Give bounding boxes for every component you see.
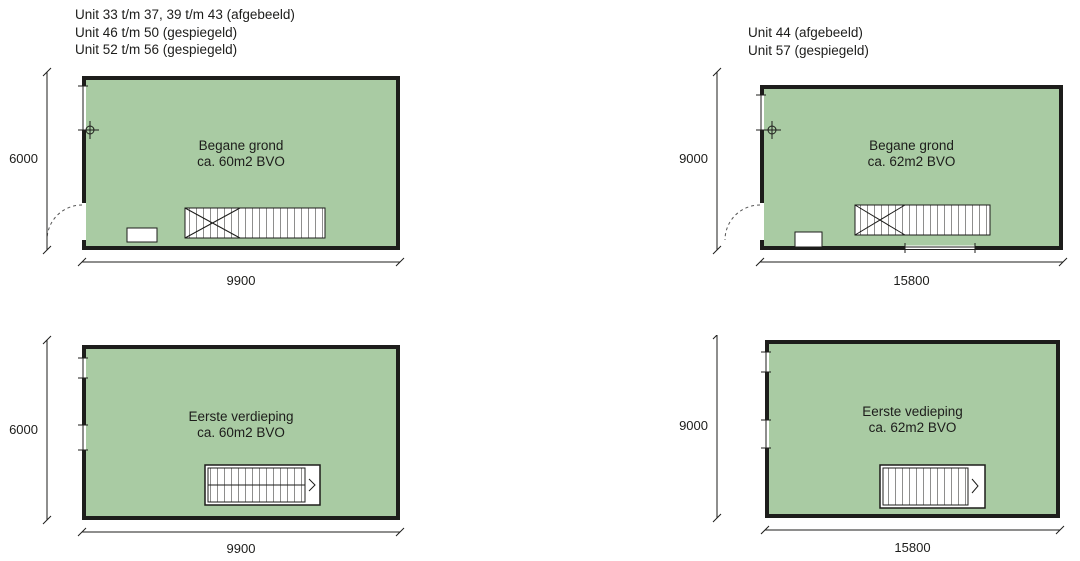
window-icon — [78, 424, 88, 451]
left-units-header: Unit 33 t/m 37, 39 t/m 43 (afgebeeld) Un… — [75, 6, 295, 59]
door-icon — [46, 203, 86, 241]
plan-linework — [42, 67, 405, 267]
height-dimension-line — [712, 335, 722, 523]
window-icon — [761, 351, 771, 373]
stair-direction-arrow-icon — [971, 478, 979, 494]
fixture-icon — [794, 231, 823, 248]
right-units-header: Unit 44 (afgebeeld) Unit 57 (gespiegeld) — [748, 24, 869, 59]
height-dimension-line — [42, 67, 52, 255]
window-icon — [78, 85, 88, 131]
width-dimension-label: 15800 — [894, 540, 931, 555]
header-line: Unit 57 (gespiegeld) — [748, 42, 869, 58]
height-dimension-line — [42, 335, 52, 525]
header-line: Unit 46 t/m 50 (gespiegeld) — [75, 24, 238, 40]
height-dimension-line — [712, 67, 722, 255]
floor-title: Begane grond — [198, 138, 284, 153]
plan-label: Begane grond ca. 62m2 BVO — [760, 138, 1063, 170]
window-icon — [761, 419, 771, 449]
floor-area: ca. 62m2 BVO — [867, 154, 956, 169]
stair-direction-arrow-icon — [308, 478, 316, 492]
left-unit-first-floor: Eerste verdieping ca. 60m2 BVO 6000 9900 — [0, 335, 430, 561]
floor-title: Begane grond — [869, 138, 954, 153]
plan-linework — [712, 67, 1068, 267]
staircase-icon — [204, 464, 321, 506]
height-dimension-label: 6000 — [9, 151, 38, 166]
staircase-icon — [854, 204, 991, 236]
fixture-icon — [126, 227, 158, 243]
width-dimension-line — [77, 527, 405, 537]
width-dimension-label: 9900 — [226, 541, 256, 556]
left-unit-ground-floor: Begane grond ca. 60m2 BVO 6000 9900 — [0, 66, 430, 306]
right-unit-first-floor: Eerste vedieping ca. 62m2 BVO 9000 15800 — [650, 335, 1080, 561]
floor-area: ca. 60m2 BVO — [197, 154, 285, 169]
header-line: Unit 52 t/m 56 (gespiegeld) — [75, 42, 238, 57]
plan-label: Eerste verdieping ca. 60m2 BVO — [82, 409, 400, 441]
floor-title: Eerste verdieping — [188, 409, 294, 424]
header-line: Unit 33 t/m 37, 39 t/m 43 (afgebeeld) — [75, 7, 295, 22]
door-icon — [724, 203, 764, 241]
survey-cross-icon — [763, 121, 781, 139]
floor-title: Eerste vedieping — [862, 404, 963, 419]
plan-label: Eerste vedieping ca. 62m2 BVO — [765, 404, 1060, 436]
floor-area: ca. 60m2 BVO — [197, 425, 285, 440]
height-dimension-label: 9000 — [679, 418, 708, 433]
width-dimension-label: 15800 — [893, 273, 930, 288]
window-icon — [756, 94, 766, 131]
plan-linework — [712, 335, 1065, 535]
width-dimension-line — [77, 257, 405, 267]
width-dimension-line — [755, 257, 1068, 267]
bottom-wall-window-icon — [904, 243, 976, 253]
height-dimension-label: 9000 — [679, 151, 708, 166]
width-dimension-line — [760, 525, 1065, 535]
right-unit-ground-floor: Begane grond ca. 62m2 BVO 9000 15800 — [650, 66, 1080, 306]
header-line: Unit 44 (afgebeeld) — [748, 25, 863, 40]
window-icon — [78, 357, 88, 379]
floor-area: ca. 62m2 BVO — [868, 420, 957, 435]
survey-cross-icon — [81, 121, 99, 139]
plan-linework — [42, 335, 405, 537]
staircase-icon — [879, 464, 986, 509]
plan-label: Begane grond ca. 60m2 BVO — [82, 138, 400, 170]
width-dimension-label: 9900 — [226, 273, 256, 288]
height-dimension-label: 6000 — [9, 422, 38, 437]
staircase-icon — [184, 207, 326, 239]
